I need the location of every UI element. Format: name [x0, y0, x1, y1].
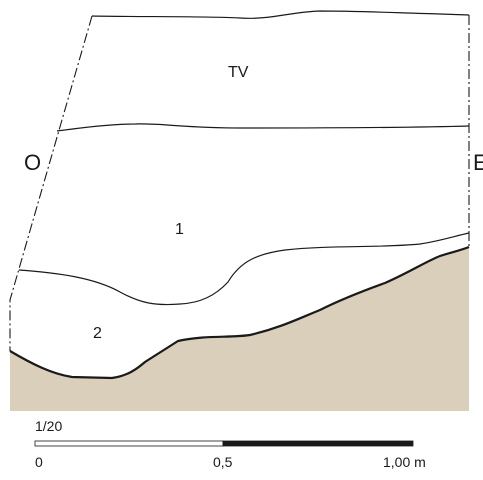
layer-label-tv: TV: [228, 64, 249, 81]
scale-bar-white-segment: [34, 440, 224, 447]
side-label-east: E: [473, 150, 483, 175]
left-section-edge: [9, 15, 93, 351]
side-label-west: O: [24, 150, 41, 175]
boundary-tv-layer1: [56, 123, 470, 132]
scale-tick-mid: 0,5: [213, 454, 233, 470]
boundary-layer1-layer2: [18, 232, 470, 306]
layer-label-1: 1: [175, 221, 184, 238]
scale-tick-end: 1,00 m: [383, 454, 426, 470]
scale-tick-0: 0: [35, 454, 43, 470]
layer-label-2: 2: [93, 325, 102, 342]
surface-line: [91, 10, 470, 19]
scale-ratio-label: 1/20: [35, 418, 62, 434]
bedrock-contact-line: [9, 245, 470, 380]
bedrock-fill: [10, 247, 469, 411]
scale-bar-black-segment: [222, 440, 414, 447]
